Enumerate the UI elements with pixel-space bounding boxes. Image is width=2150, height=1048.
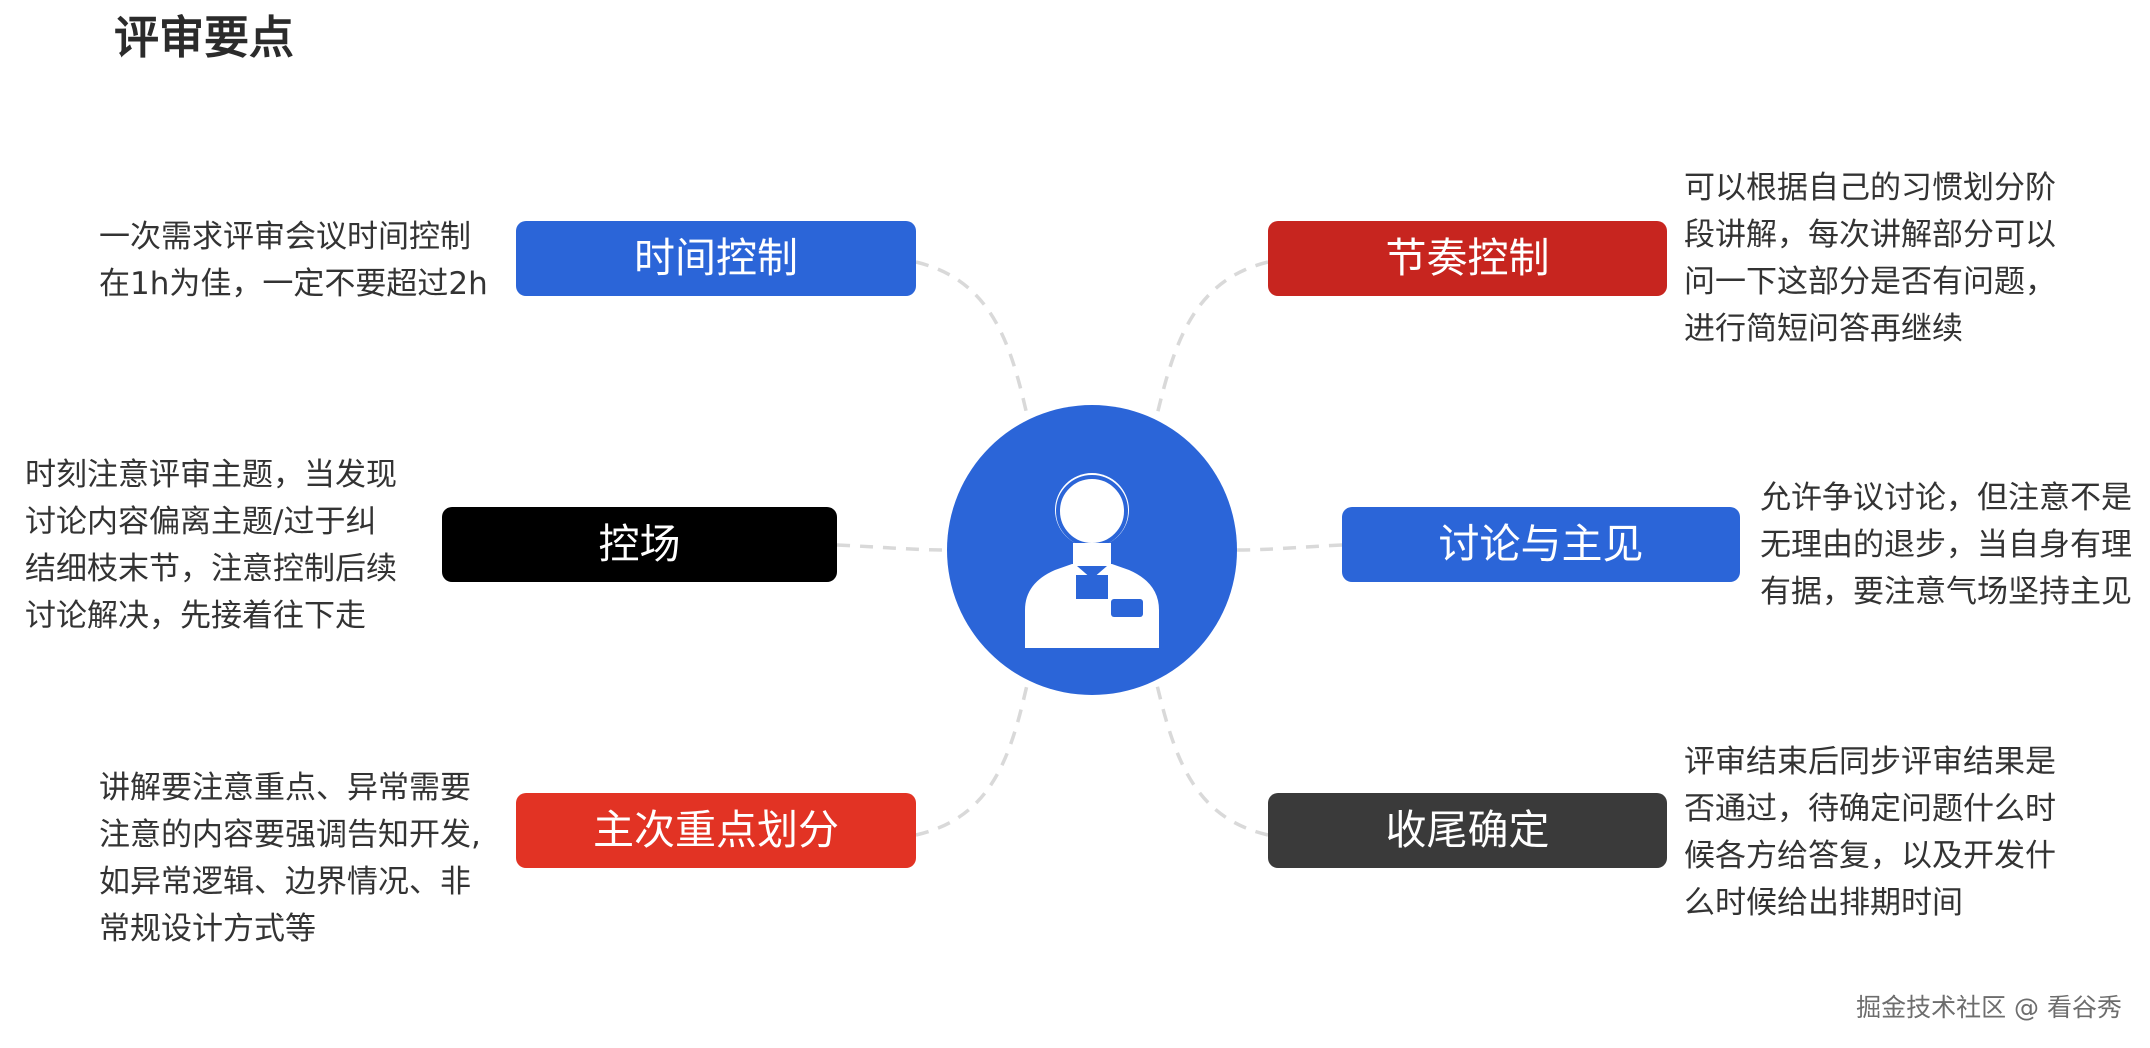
center-node: [947, 405, 1237, 695]
topic-label: 节奏控制: [1385, 234, 1550, 282]
page-title: 评审要点: [114, 11, 295, 64]
topic-label: 控场: [598, 520, 681, 568]
note-line: 讲解要注意重点、异常需要: [99, 770, 471, 806]
note-line: 结细枝末节，注意控制后续: [25, 551, 397, 587]
topic-label: 收尾确定: [1385, 806, 1550, 854]
topic-wrapup: 收尾确定: [1268, 793, 1667, 868]
topic-control: 控场: [442, 507, 837, 582]
note-wrapup: 评审结束后同步评审结果是 否通过，待确定问题什么时 候各方给答复，以及开发什 么…: [1684, 739, 2056, 927]
note-line: 否通过，待确定问题什么时: [1684, 791, 2056, 827]
connector-rhythm: [1155, 260, 1269, 416]
note-discussion: 允许争议讨论，但注意不是 无理由的退步，当自身有理 有据，要注意气场坚持主见: [1760, 475, 2132, 616]
note-line: 一次需求评审会议时间控制: [99, 219, 471, 255]
note-line: 在1h为佳，一定不要超过2h: [99, 266, 488, 302]
connector-control: [836, 543, 948, 552]
note-line: 允许争议讨论，但注意不是: [1760, 480, 2132, 516]
note-line: 无理由的退步，当自身有理: [1760, 527, 2132, 563]
note-line: 进行简短问答再继续: [1684, 311, 1963, 347]
topic-rhythm: 节奏控制: [1268, 221, 1667, 296]
note-line: 如异常逻辑、边界情况、非: [99, 864, 471, 900]
note-priority: 讲解要注意重点、异常需要 注意的内容要强调告知开发, 如异常逻辑、边界情况、非 …: [99, 765, 481, 953]
connector-time: [915, 260, 1029, 416]
note-line: 段讲解，每次讲解部分可以: [1684, 217, 2056, 253]
watermark: 掘金技术社区 @ 看谷秀: [1856, 993, 2122, 1022]
person-icon: [1025, 473, 1159, 648]
topic-time: 时间控制: [516, 221, 916, 296]
note-line: 可以根据自己的习惯划分阶: [1684, 170, 2056, 206]
connector-discussion: [1236, 543, 1343, 552]
connector-wrapup: [1155, 684, 1269, 837]
topic-label: 时间控制: [634, 234, 798, 282]
topic-label: 主次重点划分: [593, 806, 839, 854]
topic-priority: 主次重点划分: [516, 793, 916, 868]
note-line: 常规设计方式等: [99, 911, 316, 947]
note-line: 么时候给出排期时间: [1684, 885, 1963, 921]
note-line: 问一下这部分是否有问题，: [1684, 264, 2056, 300]
note-control: 时刻注意评审主题，当发现 讨论内容偏离主题/过于纠 结细枝末节，注意控制后续 讨…: [25, 452, 397, 640]
note-line: 有据，要注意气场坚持主见: [1760, 574, 2132, 610]
note-line: 评审结束后同步评审结果是: [1684, 744, 2056, 780]
note-time: 一次需求评审会议时间控制 在1h为佳，一定不要超过2h: [99, 214, 488, 308]
note-line: 讨论内容偏离主题/过于纠: [25, 504, 377, 540]
note-line: 时刻注意评审主题，当发现: [25, 457, 397, 493]
connector-priority: [915, 684, 1029, 837]
note-line: 注意的内容要强调告知开发,: [99, 817, 481, 853]
note-line: 候各方给答复，以及开发什: [1684, 838, 2056, 874]
topic-discussion: 讨论与主见: [1342, 507, 1740, 582]
topic-label: 讨论与主见: [1438, 520, 1644, 568]
note-rhythm: 可以根据自己的习惯划分阶 段讲解，每次讲解部分可以 问一下这部分是否有问题， 进…: [1684, 165, 2056, 353]
note-line: 讨论解决，先接着往下走: [25, 598, 366, 634]
